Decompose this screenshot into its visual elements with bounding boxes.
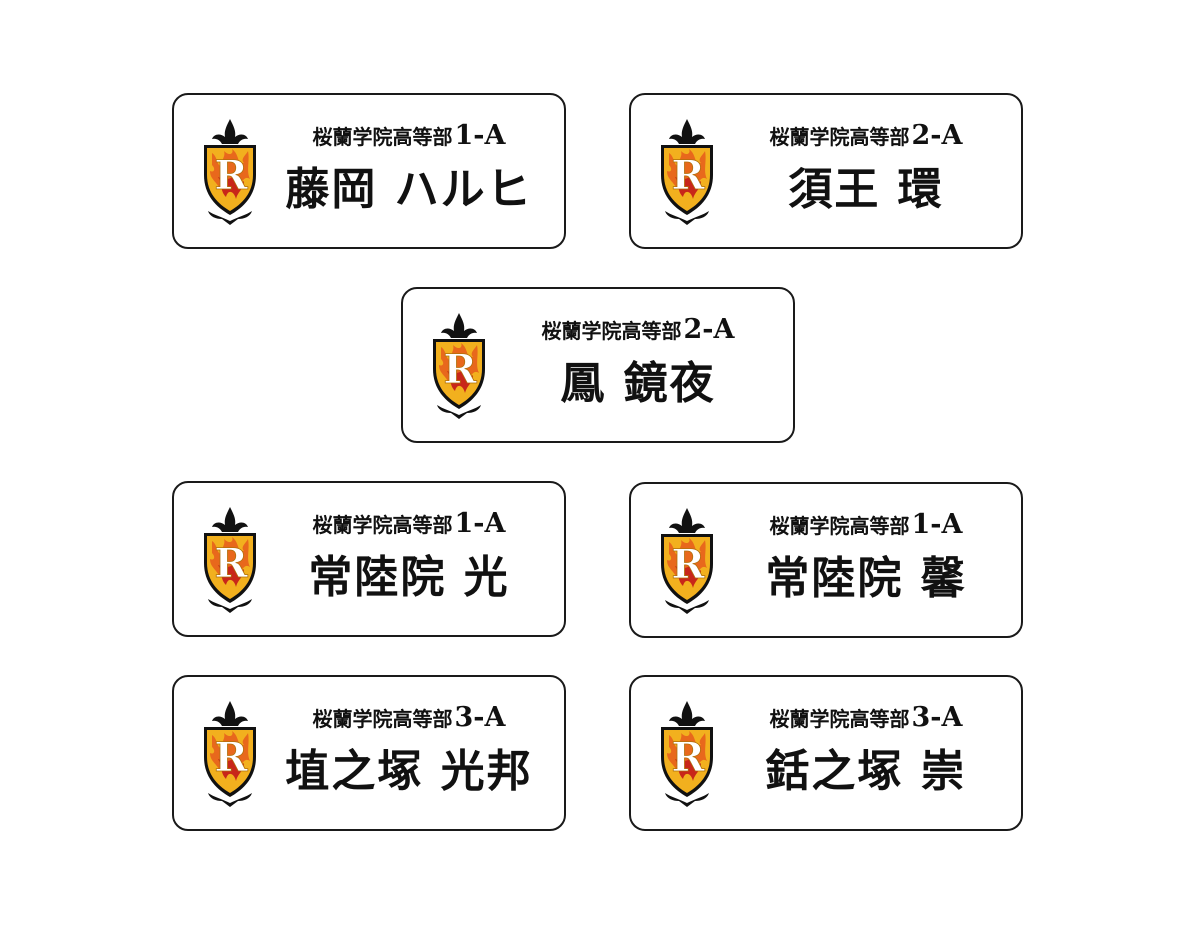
name-badge: 桜蘭学院高等部1-A 常陸院 馨 [629, 482, 1023, 638]
name-badge: 桜蘭学院高等部2-A 須王 環 [629, 93, 1023, 249]
school-label: 桜蘭学院高等部1-A [313, 507, 506, 542]
school-label: 桜蘭学院高等部2-A [770, 119, 963, 154]
school-name: 桜蘭学院高等部 [769, 125, 910, 149]
student-name: 銛之塚 崇 [765, 746, 967, 797]
school-name: 桜蘭学院高等部 [769, 707, 910, 731]
student-name: 埴之塚 光邦 [285, 746, 533, 797]
school-name: 桜蘭学院高等部 [769, 514, 910, 538]
ouran-crest-icon [198, 505, 262, 615]
ouran-crest-icon [655, 699, 719, 809]
class-label: 3-A [911, 702, 963, 733]
school-label: 桜蘭学院高等部3-A [770, 701, 963, 736]
class-label: 1-A [454, 120, 506, 151]
ouran-crest-icon [427, 311, 491, 421]
school-label: 桜蘭学院高等部1-A [313, 119, 506, 154]
ouran-crest-icon [655, 506, 719, 616]
school-name: 桜蘭学院高等部 [312, 707, 453, 731]
ouran-crest-icon [198, 117, 262, 227]
school-label: 桜蘭学院高等部1-A [770, 508, 963, 543]
name-badge: 桜蘭学院高等部1-A 常陸院 光 [172, 481, 566, 637]
class-label: 1-A [454, 508, 506, 539]
class-label: 2-A [911, 120, 963, 151]
student-name: 常陸院 光 [308, 552, 510, 603]
class-label: 1-A [911, 509, 963, 540]
school-name: 桜蘭学院高等部 [541, 319, 682, 343]
class-label: 2-A [683, 314, 735, 345]
ouran-crest-icon [655, 117, 719, 227]
school-label: 桜蘭学院高等部2-A [542, 313, 735, 348]
school-label: 桜蘭学院高等部3-A [313, 701, 506, 736]
ouran-crest-icon [198, 699, 262, 809]
student-name: 藤岡 ハルヒ [285, 164, 533, 215]
name-badge: 桜蘭学院高等部3-A 銛之塚 崇 [629, 675, 1023, 831]
name-badge: 桜蘭学院高等部2-A 鳳 鏡夜 [401, 287, 795, 443]
student-name: 鳳 鏡夜 [560, 358, 716, 409]
student-name: 須王 環 [788, 164, 944, 215]
school-name: 桜蘭学院高等部 [312, 513, 453, 537]
school-name: 桜蘭学院高等部 [312, 125, 453, 149]
name-badge: 桜蘭学院高等部1-A 藤岡 ハルヒ [172, 93, 566, 249]
class-label: 3-A [454, 702, 506, 733]
name-badge: 桜蘭学院高等部3-A 埴之塚 光邦 [172, 675, 566, 831]
student-name: 常陸院 馨 [765, 553, 967, 604]
